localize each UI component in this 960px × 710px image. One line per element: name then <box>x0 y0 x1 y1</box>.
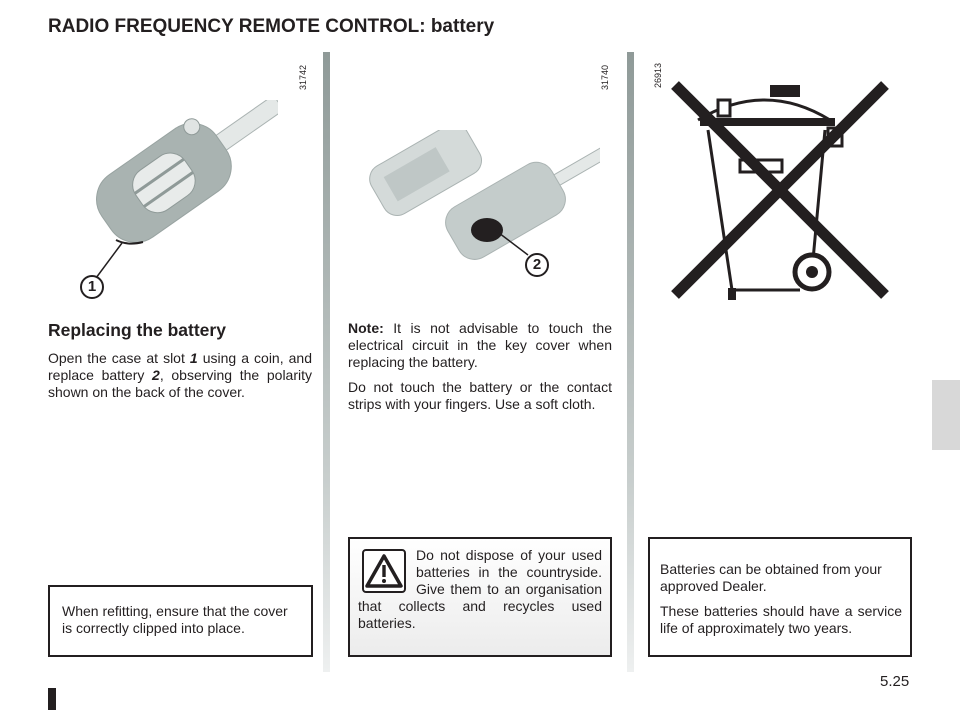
refitting-note-box: When refitting, ensure that the cover is… <box>48 585 313 657</box>
callout-2: 2 <box>525 253 549 277</box>
opened-key-illustration <box>369 130 600 260</box>
replacing-battery-text: Open the case at slot 1 using a coin, an… <box>48 350 313 400</box>
key-fob-illustration <box>95 100 278 279</box>
figure-ref: 31742 <box>298 64 308 90</box>
section-heading: Replacing the battery <box>48 320 226 340</box>
column-divider <box>627 52 634 672</box>
warning-box: Do not dispose of your used batteries in… <box>348 537 612 657</box>
column-divider <box>323 52 330 672</box>
figure-ref: 26913 <box>653 62 663 88</box>
battery-info-text: Batteries can be obtained from your appr… <box>660 561 882 594</box>
warning-triangle-icon <box>362 549 406 593</box>
crossed-out-bin-icon <box>671 81 889 300</box>
edge-marker <box>48 688 56 710</box>
battery-info-box: Batteries can be obtained from your appr… <box>648 537 912 657</box>
battery-life-text: These batteries should have a service li… <box>660 603 902 636</box>
page-title: RADIO FREQUENCY REMOTE CONTROL: battery <box>48 16 495 37</box>
page-number: 5.25 <box>880 673 910 690</box>
note-text: Note: It is not advisable to touch the e… <box>348 320 612 412</box>
refitting-note-text: When refitting, ensure that the cover is… <box>62 603 288 636</box>
callout-1: 1 <box>80 275 104 299</box>
warning-text: Do not dispose of your used batteries in… <box>358 547 602 631</box>
figure-ref: 31740 <box>600 64 610 90</box>
section-thumb-tab <box>932 380 960 450</box>
